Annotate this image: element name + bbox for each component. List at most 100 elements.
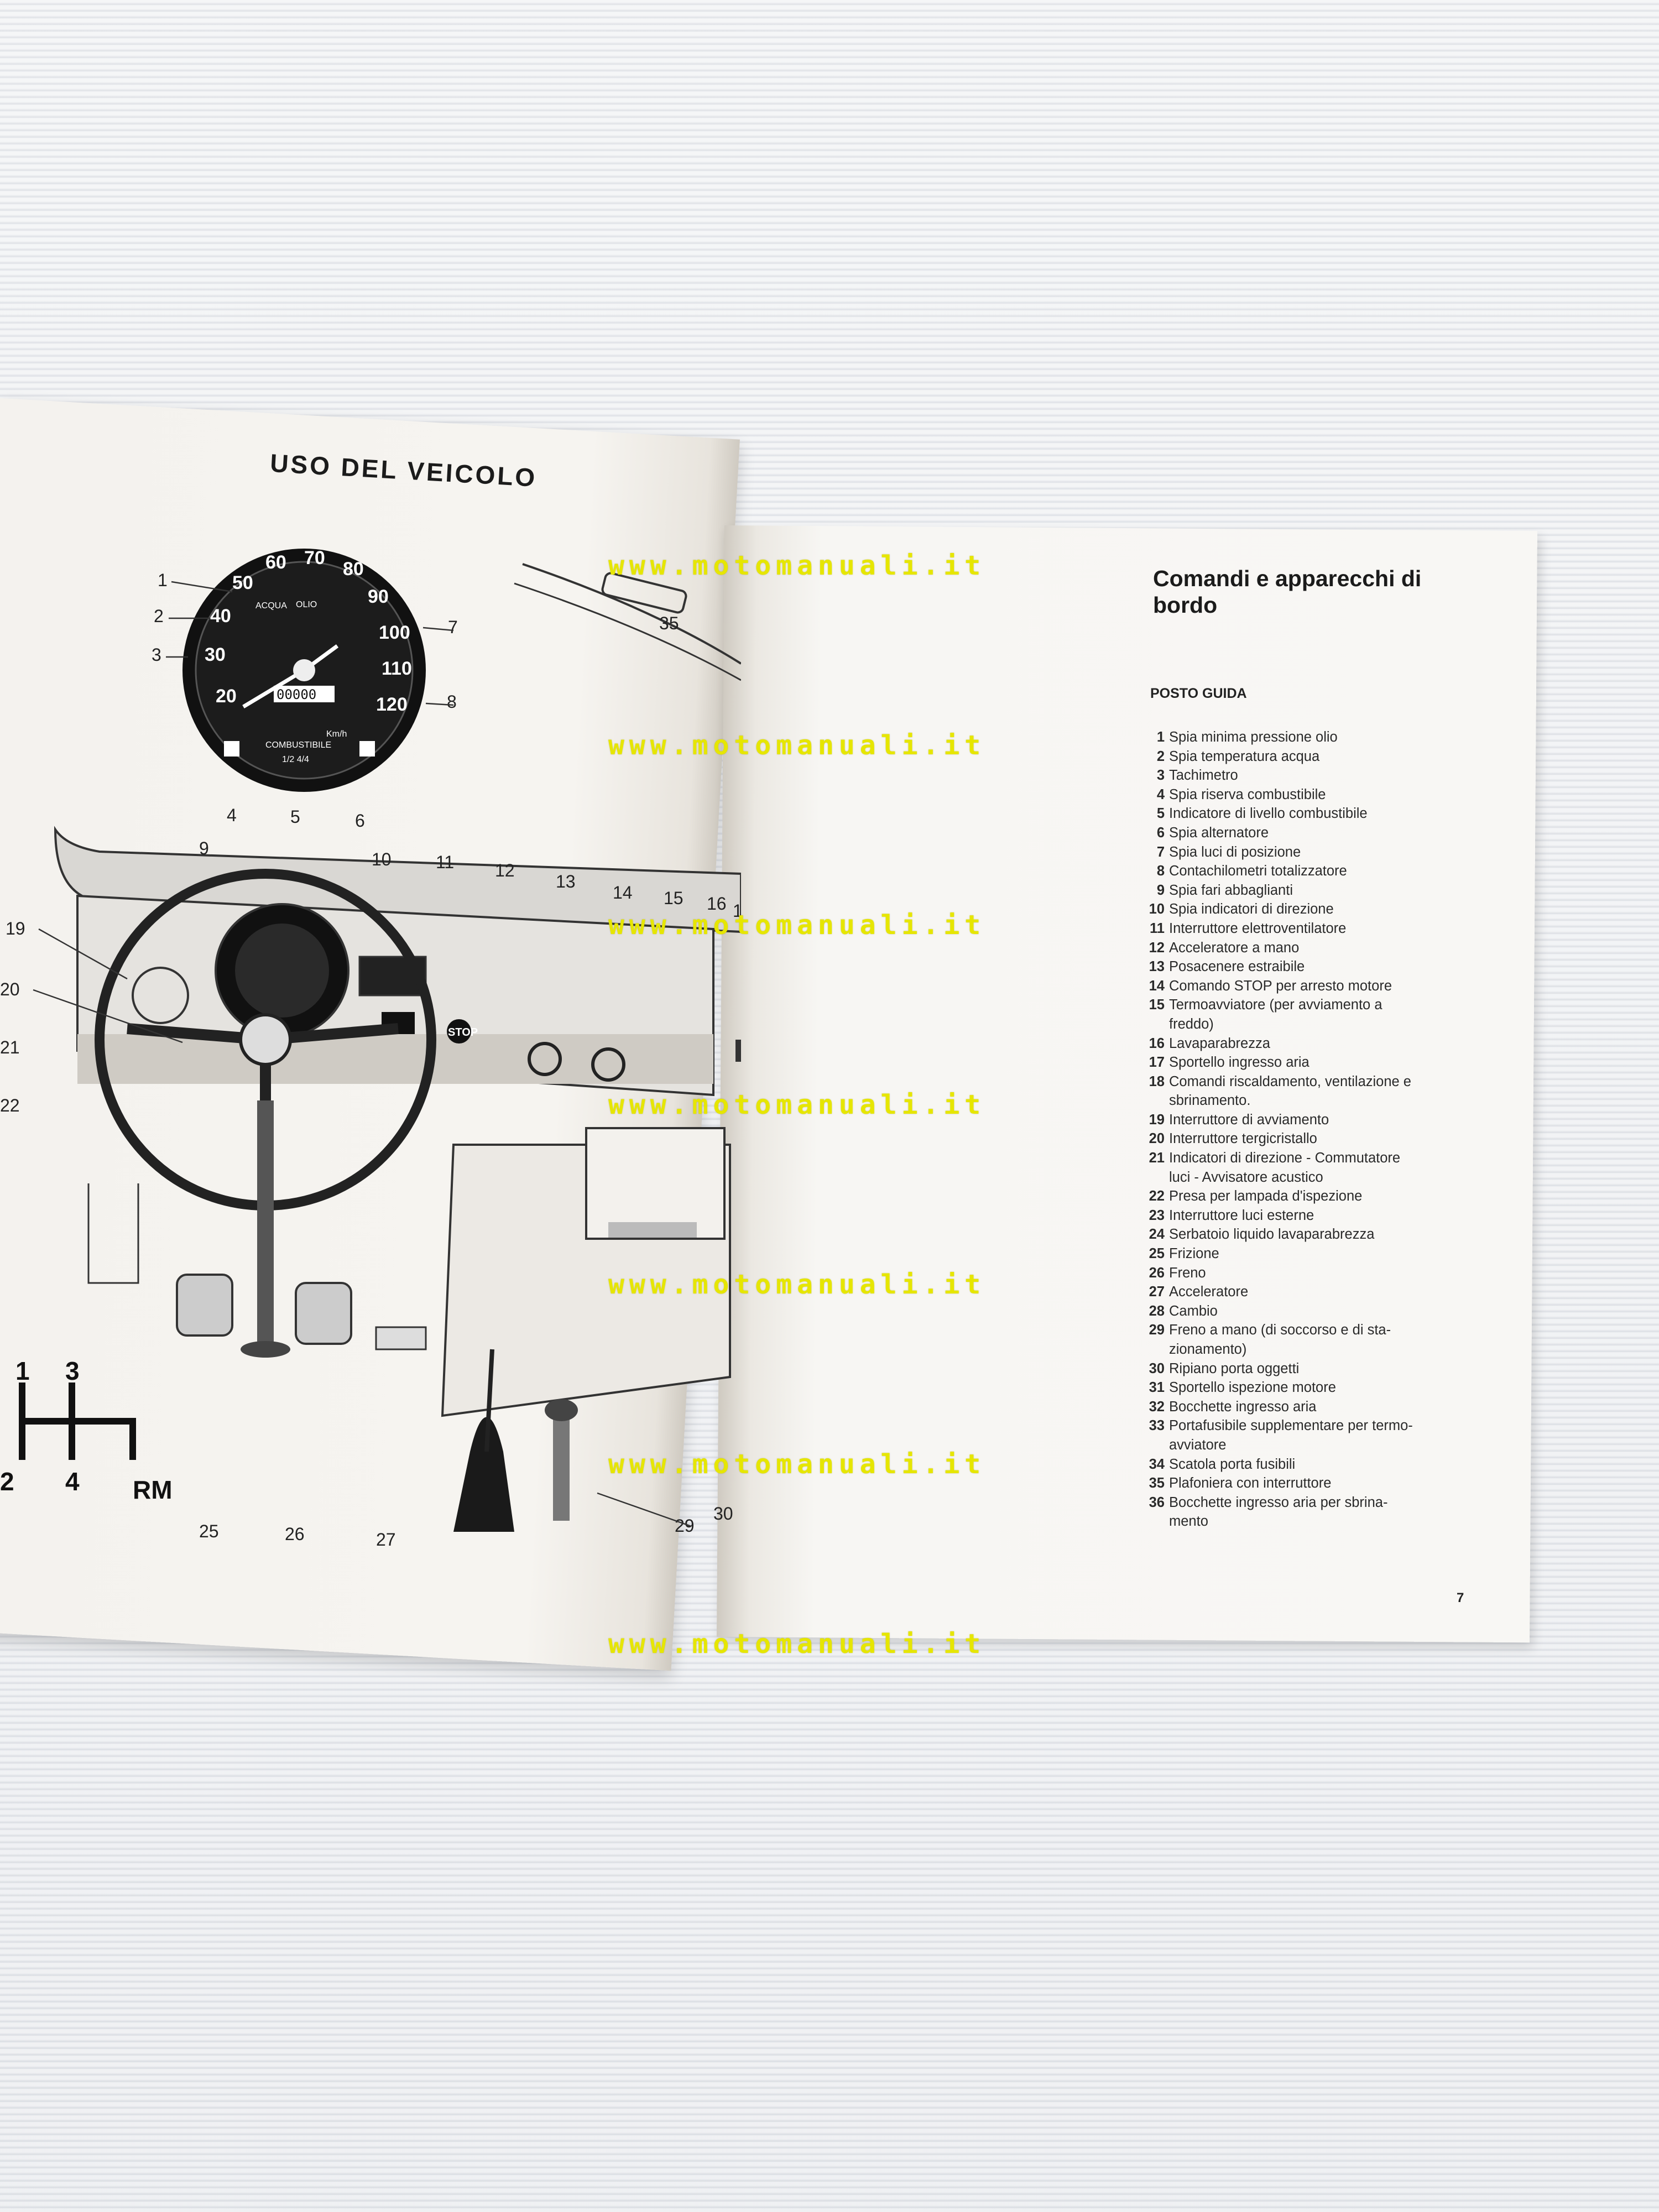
callout-number: 2	[154, 606, 164, 626]
watermark-text: www.motomanuali.it	[608, 1089, 986, 1120]
callout-number: 3	[152, 645, 161, 665]
dial-combustibile-label: COMBUSTIBILE	[265, 740, 331, 750]
section-heading: POSTO GUIDA	[1150, 686, 1247, 701]
callout-labels: 1 2 3 4 5 6 7 8 9 10 11 12 13 14 15 16 1…	[0, 570, 741, 1550]
dial-number: 90	[368, 586, 389, 607]
dial-olio-label: OLIO	[296, 600, 317, 609]
watermark-text: www.motomanuali.it	[608, 910, 986, 941]
list-item: mento	[1169, 1514, 1208, 1530]
page-number: 7	[1457, 1590, 1464, 1605]
speedometer-illustration: 20 30 40 50 60 70 80 90 100 110 120 ACQU…	[182, 547, 426, 792]
callout-number: 1	[158, 570, 168, 590]
right-page-title: Comandi e apparecchi di bordo	[1153, 566, 1422, 618]
callout-number: 26	[285, 1524, 305, 1544]
dial-number: 80	[343, 559, 364, 580]
watermark-text: www.motomanuali.it	[608, 1269, 986, 1300]
callout-number: 25	[199, 1521, 219, 1541]
callout-number: 14	[613, 883, 633, 902]
callout-number: 12	[495, 860, 515, 880]
dial-number: 50	[232, 572, 253, 593]
callout-number: 11	[436, 852, 454, 872]
callout-number: 35	[659, 613, 679, 633]
dial-number: 30	[205, 644, 226, 665]
dial-number: 60	[265, 552, 286, 573]
callout-number: 30	[713, 1504, 733, 1524]
odometer-readout: 00000	[276, 687, 316, 702]
dial-acqua-label: ACQUA	[255, 601, 287, 611]
gear-label: 3	[65, 1357, 80, 1385]
dial-number: 110	[382, 658, 412, 679]
callout-number: 19	[6, 919, 25, 938]
list-item: luci - Avvisatore acustico	[1169, 1169, 1323, 1185]
dial-number: 20	[216, 686, 237, 707]
callout-number: 8	[447, 692, 457, 712]
callout-number: 10	[372, 849, 392, 869]
callout-number: 6	[355, 811, 365, 831]
callout-number: 9	[199, 838, 209, 858]
callout-number: 17	[733, 901, 741, 921]
watermark-text: www.motomanuali.it	[608, 1629, 986, 1660]
dial-number: 70	[304, 547, 325, 568]
callout-number: 21	[0, 1037, 20, 1057]
callout-number: 15	[664, 888, 684, 908]
dial-number: 40	[210, 606, 231, 627]
callout-number: 20	[0, 979, 20, 999]
watermark-text: www.motomanuali.it	[608, 730, 986, 761]
dial-number: 100	[379, 622, 410, 643]
watermark-text: www.motomanuali.it	[608, 550, 986, 581]
list-item: zionamento)	[1169, 1342, 1247, 1357]
list-item: sbrinamento.	[1169, 1093, 1251, 1109]
stop-label: STOP	[448, 1026, 478, 1039]
list-item: avviatore	[1169, 1437, 1227, 1453]
fuel-gauge-marks: 1/2 4/4	[282, 755, 309, 764]
callout-number: 5	[290, 807, 300, 827]
gear-label: 4	[65, 1467, 80, 1496]
dial-number: 120	[376, 694, 408, 715]
list-item: freddo)	[1169, 1016, 1214, 1032]
dashboard-diagram: 20 30 40 50 60 70 80 90 100 110 120 ACQU…	[0, 547, 741, 1550]
callout-number: 16	[707, 894, 727, 914]
callout-number: 7	[448, 617, 458, 637]
watermark-text: www.motomanuali.it	[608, 1449, 986, 1480]
callout-number: 22	[0, 1095, 20, 1115]
gear-label: 1	[15, 1357, 30, 1385]
gear-label: RM	[133, 1475, 173, 1504]
callout-number: 13	[556, 872, 576, 891]
callout-number: 4	[227, 805, 237, 825]
